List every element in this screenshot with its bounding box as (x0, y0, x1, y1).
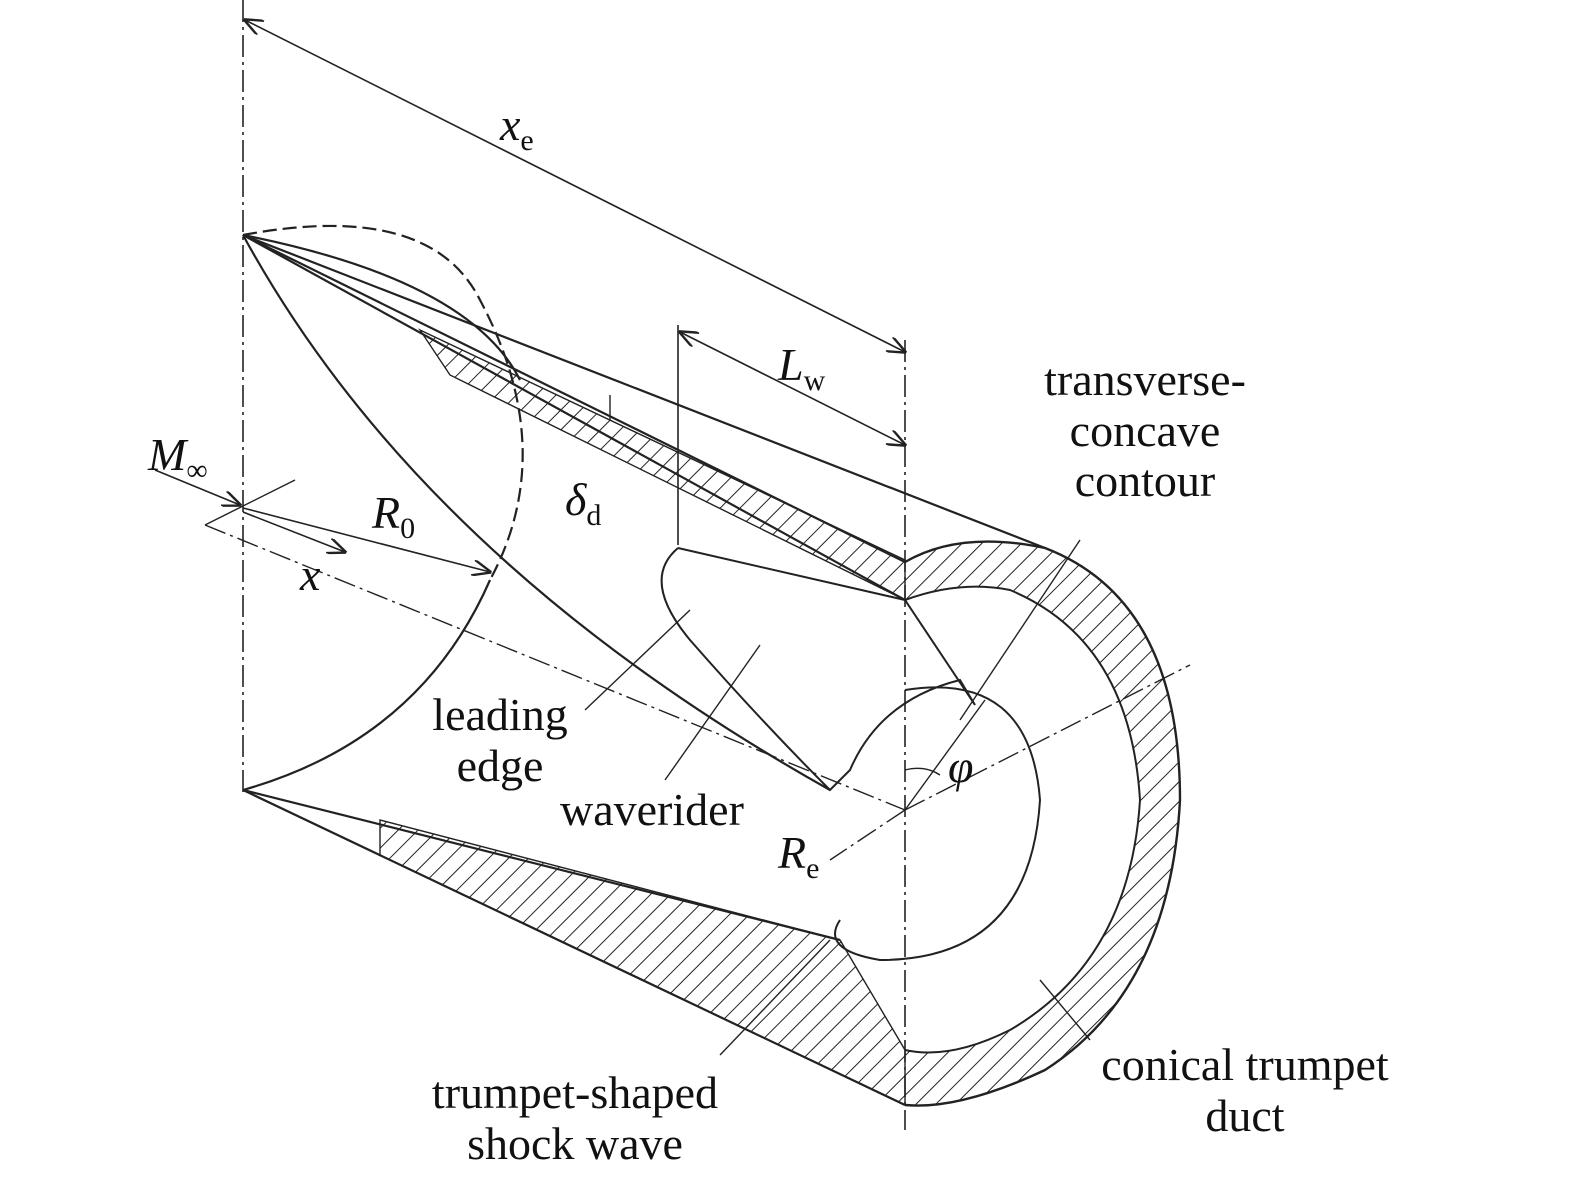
delta-label: δd (565, 474, 602, 532)
duct-hatch (905, 541, 1180, 1106)
axis-line (204, 524, 906, 811)
shock-inlet-arc (242, 224, 524, 581)
waverider-label: waverider (560, 784, 744, 835)
re-label: Re (778, 827, 820, 885)
inner-contour (834, 686, 1042, 962)
lw-dimension (680, 332, 905, 445)
x-arrow (242, 511, 345, 552)
mach-label: M∞ (148, 429, 208, 487)
waverider-body (660, 547, 976, 792)
xe-dimension (245, 20, 905, 352)
freestream-arrow (154, 469, 240, 505)
lower-wall-hatch (379, 819, 906, 1107)
r0-label: R0 (372, 487, 416, 545)
phi-label: φ (948, 741, 974, 792)
x-label: x (300, 549, 321, 600)
r0-line (242, 507, 490, 572)
lw-label: Lw (778, 339, 826, 397)
xe-label: xe (500, 99, 534, 157)
